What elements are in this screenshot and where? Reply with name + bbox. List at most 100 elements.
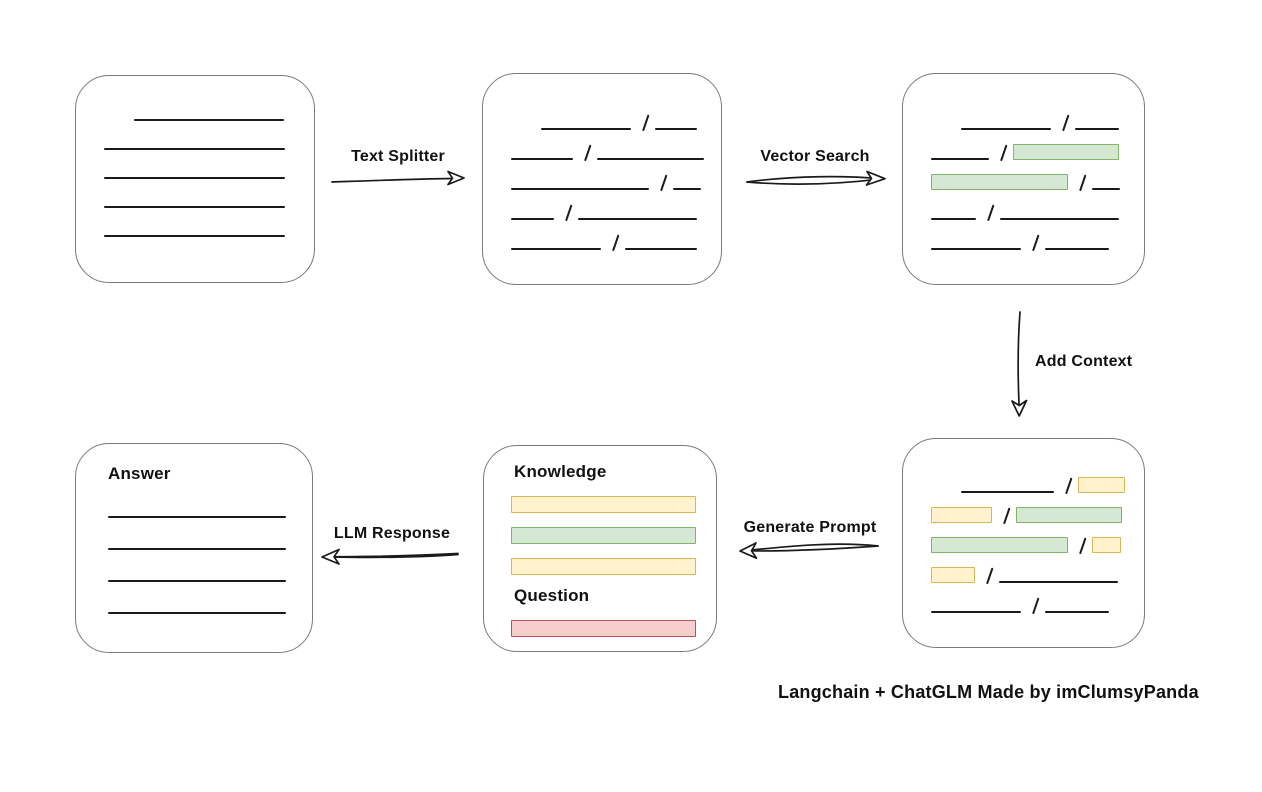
slash-separator [584,144,592,162]
text-splitter-arrow [331,170,465,186]
slash-separator [1000,144,1008,162]
text-line [931,218,976,220]
chunk-row [511,190,721,222]
credit-caption: Langchain + ChatGLM Made by imClumsyPand… [778,682,1199,702]
text-line [1045,248,1110,250]
slash-separator [1032,597,1040,615]
green-chunk [1016,507,1123,523]
text-line [655,128,698,130]
chunk-row [931,553,1144,585]
yellow-chunk [1078,477,1126,493]
yellow-chunk [1092,537,1122,553]
text-line [511,158,573,160]
question-label: Question [514,586,590,605]
text-line [104,235,285,237]
text-line [625,248,698,250]
knowledge-label: Knowledge [514,462,607,481]
add-context-arrow [1011,311,1028,417]
text-splitter-arrow-label: Text Splitter [351,148,445,165]
answer-label: Answer [108,464,171,483]
answer-line [108,580,286,582]
add-context-arrow-label: Add Context [1035,353,1133,370]
chunk-row [104,150,314,179]
slash-separator [612,234,620,252]
chunk-row [104,208,314,237]
text-line [541,128,631,130]
red-bar [511,620,696,637]
chunk-row [931,160,1144,192]
vector-search-arrow-label: Vector Search [760,148,870,165]
document-lines [76,76,314,282]
text-line [511,188,649,190]
text-line [1092,188,1121,190]
prompt-box: Knowledge Question [483,445,717,652]
yellow-bar [511,558,696,575]
slash-separator [565,204,573,222]
text-line [134,119,284,121]
text-line [931,611,1021,613]
text-line [511,218,554,220]
chunk-row [104,179,314,208]
answer-line [108,548,286,550]
chunk-row [931,583,1144,615]
text-line [104,206,285,208]
text-line [961,128,1051,130]
vector-matches-box [902,73,1145,285]
text-line [578,218,698,220]
answer-lines [76,516,312,614]
split-chunks-box [482,73,722,285]
vector-matches-lines [903,74,1144,284]
chunk-row [104,121,314,150]
slash-separator [987,204,995,222]
green-chunk [931,174,1068,190]
green-chunk [1013,144,1120,160]
yellow-chunk [931,507,992,523]
vector-search-arrow [746,170,886,186]
slash-separator [1079,174,1087,192]
chunk-row [931,463,1144,495]
chunk-row [511,160,721,192]
llm-response-arrow [321,548,459,565]
context-box [902,438,1145,648]
text-line [1000,218,1120,220]
chunk-row [511,100,721,132]
text-line [104,148,285,150]
answer-line [108,612,286,614]
text-line [1075,128,1120,130]
green-bar [511,527,696,544]
answer-box: Answer [75,443,313,653]
text-line [597,158,705,160]
text-line [104,177,285,179]
knowledge-bars [484,496,716,575]
chunk-row [931,220,1144,252]
chunk-row [511,130,721,162]
generate-prompt-arrow-label: Generate Prompt [743,519,877,536]
generate-prompt-arrow [739,542,879,560]
text-line [931,248,1021,250]
yellow-bar [511,496,696,513]
green-chunk [931,537,1068,553]
chunk-row [931,493,1144,525]
slash-separator [642,114,650,132]
context-lines [903,439,1144,647]
answer-line [108,516,286,518]
chunk-row [931,100,1144,132]
text-line [931,158,989,160]
slash-separator [1065,477,1073,495]
document-box [75,75,315,283]
chunk-row [511,220,721,252]
slash-separator [1062,114,1070,132]
slash-separator [1003,507,1011,525]
text-line [673,188,702,190]
split-chunks-lines [483,74,721,284]
text-line [961,491,1054,493]
slash-separator [1032,234,1040,252]
chunk-row [931,130,1144,162]
slash-separator [660,174,668,192]
slash-separator [1079,537,1087,555]
text-line [511,248,601,250]
slash-separator [986,567,994,585]
chunk-row [931,190,1144,222]
text-line [999,581,1119,583]
